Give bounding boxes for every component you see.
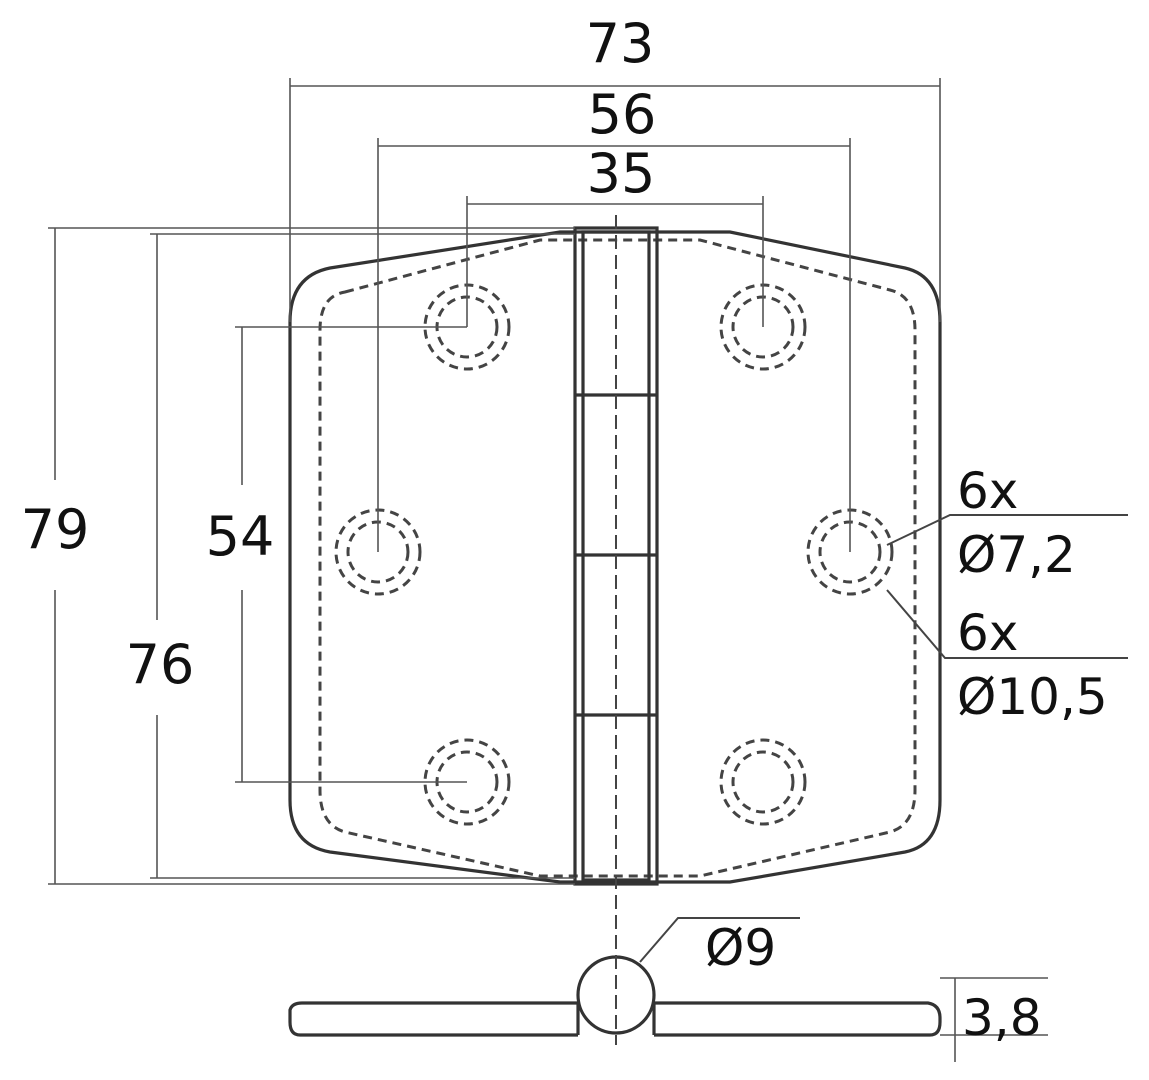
- dim-hole-span-inner: 35: [587, 142, 656, 205]
- dim-overall-width: 73: [586, 12, 655, 75]
- leader-pin: [639, 917, 800, 963]
- hinge-top-view: [288, 215, 942, 1045]
- pin-diameter: Ø9: [705, 919, 776, 977]
- large-hole-diameter: Ø10,5: [957, 668, 1108, 726]
- leader-small-hole: [886, 514, 1128, 546]
- dim-hole-spacing-vertical: 54: [206, 505, 275, 568]
- large-hole-count: 6x: [957, 604, 1018, 662]
- leader-large-hole: [886, 589, 1128, 659]
- hinge-outline: [288, 230, 942, 884]
- thickness-dimension: 3,8: [962, 989, 1042, 1047]
- hinge-inner-dashed-outline: [318, 238, 917, 878]
- side-leaf-right: [654, 1001, 942, 1037]
- small-hole-diameter: Ø7,2: [957, 526, 1076, 584]
- leaders: [639, 514, 1128, 963]
- dimension-lines: [48, 78, 1048, 1062]
- side-leaf-left: [288, 1001, 578, 1037]
- small-hole-count: 6x: [957, 462, 1018, 520]
- dim-hole-span-outer: 56: [588, 83, 657, 146]
- dim-leaf-height: 76: [126, 633, 195, 696]
- screw-hole: [719, 738, 807, 826]
- hinge-side-view: [288, 955, 942, 1045]
- dim-overall-height: 79: [21, 498, 90, 561]
